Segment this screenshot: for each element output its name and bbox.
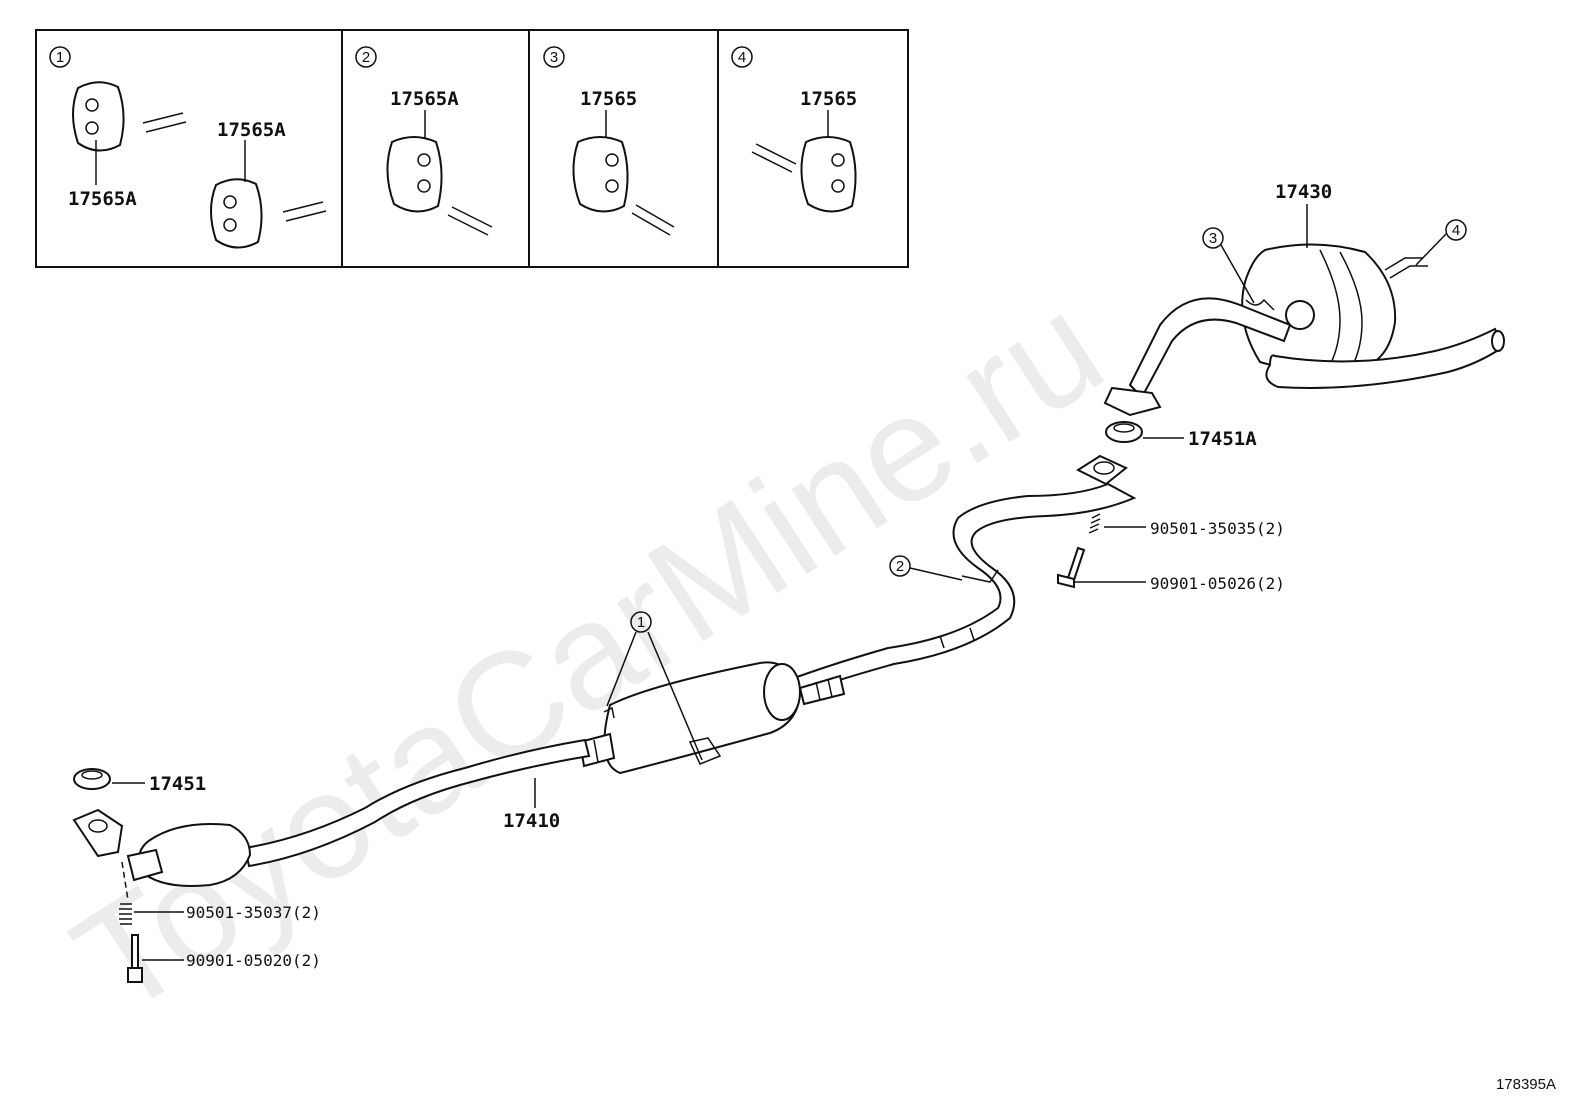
callout-1-text: 1 [637, 614, 645, 631]
bolt-front [127, 934, 143, 983]
inset-3-marker: 3 [550, 49, 558, 66]
watermark: ToyotaCarMine.ru [46, 261, 1130, 1047]
callout-2-text: 2 [896, 558, 904, 575]
inset-1-label-a: 17565A [68, 188, 137, 210]
inset-3: 3 17565 [543, 46, 675, 236]
label-gasket-rear: 17451A [1188, 428, 1257, 450]
inset-3-label: 17565 [580, 88, 637, 110]
inset-1-marker: 1 [56, 49, 64, 66]
inset-1: 1 17565A 17565A [49, 46, 327, 249]
rubber-hanger-icon [572, 136, 629, 213]
inset-2-label: 17565A [390, 88, 459, 110]
callout-4-text: 4 [1452, 222, 1460, 239]
inset-2: 2 17565A [355, 46, 493, 236]
label-bolt-rear: 90901-05026(2) [1150, 574, 1285, 593]
rubber-hanger-icon [72, 81, 125, 152]
label-spring-front: 90501-35037(2) [186, 903, 321, 922]
label-muffler: 17430 [1275, 181, 1332, 203]
inset-panel: 1 17565A 17565A 2 17565A [35, 29, 909, 268]
diagram-code: 178395A [1496, 1076, 1556, 1093]
callout-2: 2 [889, 555, 999, 583]
gasket-rear [1105, 421, 1143, 443]
label-spring-rear: 90501-35035(2) [1150, 519, 1285, 538]
front-converter [72, 808, 252, 901]
label-bolt-front: 90901-05020(2) [186, 951, 321, 970]
label-front-pipe: 17410 [503, 810, 560, 832]
rubber-hanger-icon [210, 178, 263, 249]
gasket-front [73, 768, 111, 790]
spring-front [119, 903, 132, 925]
spring-rear [1088, 513, 1101, 534]
callout-3: 3 [1202, 227, 1255, 304]
rubber-hanger-icon [800, 136, 857, 213]
callout-4: 4 [1415, 219, 1467, 266]
inset-2-marker: 2 [362, 49, 370, 66]
inset-4: 4 17565 [731, 46, 857, 213]
label-gasket-front: 17451 [149, 773, 206, 795]
callout-1: 1 [606, 611, 703, 761]
inset-4-label: 17565 [800, 88, 857, 110]
inset-4-marker: 4 [738, 49, 746, 66]
front-pipe [243, 738, 591, 868]
bolt-rear [1057, 546, 1086, 589]
muffler-assembly [1103, 243, 1505, 417]
callout-3-text: 3 [1209, 230, 1217, 247]
inset-1-label-b: 17565A [217, 119, 286, 141]
main-converter [578, 661, 846, 775]
rubber-hanger-icon [386, 136, 443, 213]
